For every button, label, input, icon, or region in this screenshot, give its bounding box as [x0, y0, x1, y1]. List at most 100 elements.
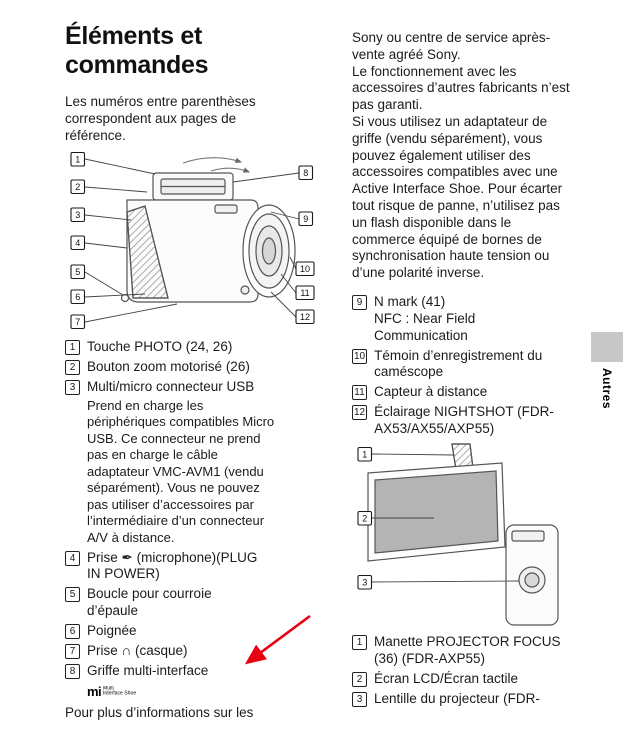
diagram-callout-number: 3 [75, 210, 80, 220]
list-item-label: Multi/micro connecteur USB [87, 379, 255, 394]
callout-number: 3 [352, 691, 367, 707]
diagram-callout-number: 12 [300, 312, 310, 322]
diagram-callout-number: 1 [362, 450, 367, 460]
diagram-callout-number: 9 [303, 214, 308, 224]
parts-list-bottom: 1 Manette PROJECTOR FOCUS (36) (FDR-AXP5… [352, 634, 592, 707]
diagram-callout-number: 7 [75, 317, 80, 327]
section-tab-label: Autres [600, 368, 614, 410]
list-item-label: Poignée [87, 622, 137, 638]
callout-number: 8 [65, 663, 80, 679]
diagram-callouts: 1 2 3 4 5 6 7 8 9 10 11 12 [70, 152, 315, 330]
grip-strap [126, 205, 169, 299]
intro-text: Les numéros entre parenthèses correspond… [65, 94, 256, 143]
list-item-label: Touche PHOTO (24, 26) [87, 339, 233, 354]
list-item: 7 Prise ∩ (casque) [65, 643, 317, 660]
diagram-callouts: 1 2 3 [357, 447, 373, 591]
callout-number: 4 [65, 550, 80, 566]
list-item: 12 Éclairage NIGHTSHOT (FDR-AX53/AX55/AX… [352, 404, 592, 437]
callout-number: 5 [65, 587, 80, 602]
list-item-detail: Prend en charge les périphériques compat… [87, 397, 275, 545]
leader-lines [371, 454, 520, 583]
list-item: 8 Griffe multi-interface [65, 663, 317, 680]
diagram-callout-number: 1 [75, 155, 80, 165]
body-paragraph: Le fonctionnement avec les accessoires d… [352, 63, 570, 113]
list-item: 9 N mark (41) [352, 294, 592, 311]
camcorder-lcd-diagram: 1 2 3 [357, 443, 559, 627]
lcd-illustration [367, 443, 559, 627]
list-item: 1 Manette PROJECTOR FOCUS (36) (FDR-AXP5… [352, 634, 592, 667]
callout-number: 7 [65, 643, 80, 659]
diagram-callout-number: 2 [362, 514, 367, 524]
list-item-label: Capteur à distance [374, 384, 488, 400]
parts-list-right: 9 N mark (41) NFC : Near Field Communica… [352, 294, 592, 438]
list-item: 6 Poignée [65, 623, 317, 640]
list-item: 1 Touche PHOTO (24, 26) [65, 339, 317, 356]
callout-number: 10 [352, 348, 368, 364]
callout-number: 3 [65, 380, 80, 395]
logo-caption: Multi Interface Shoe [103, 686, 136, 696]
list-item: 2 Bouton zoom motorisé (26) [65, 359, 317, 376]
callout-number: 11 [352, 385, 367, 401]
list-item-label: Prise ✒ (microphone)(PLUG IN POWER) [87, 550, 259, 583]
left-column: Éléments et commandes Les numéros entre … [65, 22, 317, 721]
list-item-label: N mark (41) [374, 293, 446, 309]
callout-number: 2 [352, 671, 367, 687]
label-text: (microphone)(PLUG IN POWER) [87, 549, 258, 582]
leader-lines [84, 158, 300, 323]
list-item: 4 Prise ✒ (microphone)(PLUG IN POWER) [65, 550, 317, 583]
list-item-label: Griffe multi-interface [87, 662, 209, 678]
list-item-label: Manette PROJECTOR FOCUS (36) (FDR-AXP55) [374, 634, 561, 666]
callout-number: 12 [352, 405, 368, 421]
camera-illustration [120, 157, 296, 303]
diagram-callout-number: 10 [300, 264, 310, 274]
callout-number: 1 [65, 340, 80, 355]
diagram-callout-number: 3 [362, 578, 367, 588]
list-item-subtext: NFC : Near Field Communication [374, 311, 476, 343]
camera-lens [242, 204, 296, 298]
list-item: 10 Témoin d’enregistrement du caméscope [352, 348, 592, 381]
list-item: 3 Multi/micro connecteur USB [65, 379, 317, 396]
body-paragraph: Si vous utilisez un adaptateur de griffe… [352, 113, 563, 281]
callout-number: 6 [65, 623, 80, 639]
list-item: 3 Lentille du projecteur (FDR- [352, 691, 592, 708]
list-item-label: Écran LCD/Écran tactile [374, 670, 519, 686]
list-item: 11 Capteur à distance [352, 384, 592, 401]
label-text: (casque) [131, 642, 188, 658]
headphone-icon: ∩ [121, 642, 132, 658]
logo-caption-line: Multi [103, 686, 114, 692]
rotate-direction-arrows [182, 157, 251, 173]
microphone-icon: ✒ [121, 549, 133, 565]
shoulder-strap-hook [120, 293, 130, 303]
projector-lens [518, 566, 546, 595]
diagram-callout-number: 8 [303, 168, 308, 178]
nightshot-light [240, 285, 250, 295]
body-paragraph: Sony ou centre de service après-vente ag… [352, 30, 551, 62]
diagram-callout-number: 11 [300, 288, 309, 298]
list-item-label: Boucle pour courroie d’épaule [87, 586, 212, 618]
list-item: 2 Écran LCD/Écran tactile [352, 671, 592, 688]
list-item-label: Témoin d’enregistrement du caméscope [374, 347, 543, 380]
diagram-callout-number: 6 [75, 292, 80, 302]
label-text: Prise [87, 642, 122, 658]
logo-caption-line: Interface Shoe [103, 691, 137, 697]
lcd-screen [374, 470, 499, 555]
parts-list-left: 1 Touche PHOTO (24, 26) 2 Bouton zoom mo… [65, 339, 317, 679]
footer-note: Pour plus d’informations sur les [65, 705, 254, 720]
list-item-label: Lentille du projecteur (FDR- [374, 690, 540, 706]
list-item: 5 Boucle pour courroie d’épaule [65, 586, 317, 619]
callout-number: 9 [352, 294, 367, 310]
page-title: Éléments et commandes [65, 22, 209, 79]
callout-number: 2 [65, 360, 80, 375]
list-item-label: Prise ∩ (casque) [87, 643, 188, 660]
diagram-callout-number: 4 [75, 238, 80, 248]
diagram-callout-number: 5 [75, 267, 80, 277]
logo-text: mi [87, 684, 102, 699]
shoe-mount [152, 172, 234, 201]
camcorder-front-diagram: 1 2 3 4 5 6 7 8 9 10 11 12 [70, 152, 315, 330]
list-item-label: Bouton zoom motorisé (26) [87, 359, 250, 374]
label-text: Prise [87, 549, 122, 565]
mic-grille [214, 204, 238, 214]
callout-number: 1 [352, 635, 367, 651]
diagram-callout-number: 2 [75, 182, 80, 192]
